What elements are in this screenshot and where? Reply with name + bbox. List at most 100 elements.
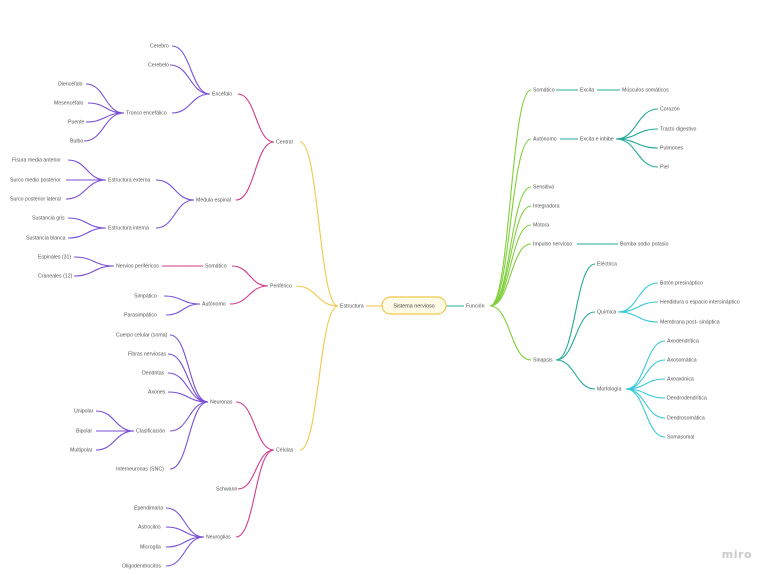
- node-axosomatica[interactable]: Axosomática: [667, 358, 697, 364]
- node-excita-inhibe[interactable]: Excita e inhibe: [580, 137, 614, 143]
- node-estructura-externa[interactable]: Estructura externa: [108, 178, 150, 184]
- node-cerebro[interactable]: Cerebro: [150, 44, 169, 50]
- autonomo-to-simpatico: [163, 295, 201, 305]
- node-central[interactable]: Central: [276, 140, 293, 146]
- node-oligodendrocitos[interactable]: Oligodendrocitos: [122, 564, 161, 570]
- node-sustancia-blanca[interactable]: Sustancia blanca: [26, 236, 66, 242]
- node-clasificacion[interactable]: Clasificación: [136, 429, 165, 435]
- node-sinapsis[interactable]: Sinapsis: [533, 358, 553, 364]
- node-motora[interactable]: Motora: [533, 223, 549, 229]
- node-excita[interactable]: Excita: [580, 88, 594, 94]
- morfologia-to-somasomal: [625, 388, 666, 438]
- node-ependimaria[interactable]: Ependimaria: [134, 506, 163, 512]
- node-hendidura[interactable]: Hendidura o espacio intersináptico: [660, 300, 740, 306]
- node-autonomo-left[interactable]: Autónomo: [202, 302, 226, 308]
- clasif-to-multipolar: [95, 430, 135, 451]
- node-espinales[interactable]: Espinales (31): [38, 255, 71, 261]
- node-neuroglias[interactable]: Neuroglias: [206, 535, 231, 541]
- node-autonomo-right[interactable]: Autónomo: [533, 137, 557, 143]
- node-mesencefalo[interactable]: Mesencéfalo: [54, 101, 84, 107]
- node-dendrodendritica[interactable]: Dendrodendrítica: [667, 396, 707, 402]
- node-schwann[interactable]: Schwann: [216, 487, 237, 493]
- node-axones[interactable]: Axones: [148, 390, 166, 396]
- node-axodendritica[interactable]: Axodendrítica: [667, 339, 699, 345]
- funcion-to-sensitiva: [489, 186, 532, 307]
- node-axoaxonica[interactable]: Axoaxónica: [667, 377, 694, 383]
- sinapsis-to-morfologia: [555, 359, 596, 390]
- node-electrica[interactable]: Eléctrica: [597, 262, 617, 268]
- node-estructura[interactable]: Estructura: [340, 304, 364, 310]
- node-astrocitos[interactable]: Astrocitos: [138, 525, 161, 531]
- node-sustancia-gris[interactable]: Sustancia gris: [32, 216, 65, 222]
- excita-inhibe-to-piel: [615, 138, 659, 168]
- node-morfologia[interactable]: Morfología: [597, 387, 622, 393]
- node-microglia[interactable]: Microglia: [140, 545, 161, 551]
- quimica-to-boton: [617, 282, 659, 313]
- node-sensitiva[interactable]: Sensitiva: [533, 185, 554, 191]
- funcion-to-sinapsis: [489, 305, 532, 361]
- morfologia-to-axodendritica: [625, 340, 666, 390]
- node-multipolar[interactable]: Multipolar: [70, 448, 93, 454]
- funcion-to-motora: [489, 224, 532, 307]
- node-periferico[interactable]: Periférico: [270, 284, 292, 290]
- node-puente[interactable]: Puente: [68, 120, 85, 126]
- node-tracto-digestivo[interactable]: Tracto digestivo: [660, 127, 697, 133]
- node-estructura-interna[interactable]: Estructura interna: [108, 226, 149, 232]
- node-neuronas[interactable]: Neuronas: [210, 400, 233, 406]
- encefalo-to-cerebro: [171, 45, 211, 95]
- node-nervios-perifericos[interactable]: Nervios periféricos: [116, 264, 159, 270]
- node-interneuronas[interactable]: Interneuronas (SNC): [116, 467, 164, 473]
- node-funcion[interactable]: Función: [466, 304, 485, 310]
- root-node-label: Sistema nervioso: [393, 304, 434, 310]
- node-craneales[interactable]: Craneales (12): [38, 274, 73, 280]
- node-cuerpo-celular[interactable]: Cuerpo celular (soma): [116, 333, 168, 339]
- node-fisura-media[interactable]: Fisura media anterior: [12, 158, 61, 164]
- node-impulso-nervioso[interactable]: Impulso nervioso: [533, 242, 572, 248]
- node-unipolar[interactable]: Unipolar: [74, 409, 94, 415]
- medula-to-interna: [155, 199, 195, 229]
- externa-to-surco-lateral: [65, 179, 107, 200]
- node-fibras-nerviosas[interactable]: Fibras nerviosas: [128, 352, 166, 358]
- tronco-to-diencefalo: [85, 83, 125, 114]
- node-somatico-left[interactable]: Somático: [205, 264, 227, 270]
- funcion-to-somatico: [489, 89, 532, 307]
- nervios-to-espinales: [73, 256, 115, 267]
- celulas-to-schwann: [237, 449, 275, 490]
- node-medula-espinal[interactable]: Médula espinal: [196, 198, 231, 204]
- node-celulas[interactable]: Células: [276, 448, 294, 454]
- node-somasomal[interactable]: Somasomal: [667, 435, 694, 441]
- node-simpatico[interactable]: Simpático: [134, 294, 157, 300]
- periferico-to-somatico: [231, 265, 269, 287]
- node-piel[interactable]: Piel: [660, 165, 669, 171]
- clasif-to-unipolar: [95, 410, 135, 432]
- node-pulmones[interactable]: Pulmones: [660, 146, 683, 152]
- node-encefalo[interactable]: Encéfalo: [212, 92, 232, 98]
- funcion-to-integradora: [489, 205, 532, 307]
- node-surco-lateral[interactable]: Surco posterior lateral: [10, 197, 61, 203]
- root-node-box[interactable]: [381, 296, 447, 315]
- node-somatico-right[interactable]: Somático: [533, 88, 555, 94]
- node-membrana-post[interactable]: Membrana post- sináptica: [660, 320, 720, 326]
- node-parasimpatico[interactable]: Parasimpático: [124, 313, 157, 319]
- tronco-to-mesencefalo: [87, 102, 125, 114]
- node-diencefalo[interactable]: Diencéfalo: [58, 82, 83, 88]
- node-dendrosomatica[interactable]: Dendrosomática: [667, 416, 705, 422]
- node-cerebelo[interactable]: Cerebelo: [148, 63, 169, 69]
- node-tronco-encefalico[interactable]: Tronco encefálico: [126, 111, 167, 117]
- node-bomba-sodio-potasio[interactable]: Bomba sodio potasio: [620, 242, 669, 248]
- node-boton-presinaptico[interactable]: Botón presináptico: [660, 281, 703, 287]
- node-corazon[interactable]: Corazón: [660, 107, 680, 113]
- quimica-to-membrana: [617, 311, 659, 323]
- celulas-to-neuroglias: [235, 449, 275, 538]
- node-musculos-somaticos[interactable]: Músculos somáticos: [622, 88, 669, 94]
- celulas-to-neuronas: [235, 401, 275, 451]
- node-quimica[interactable]: Química: [597, 310, 616, 316]
- node-dendritas[interactable]: Dendritas: [142, 371, 165, 377]
- node-surco-medio[interactable]: Surco medio posterior: [10, 178, 61, 184]
- periferico-to-autonomo: [229, 285, 269, 305]
- node-integradora[interactable]: Integradora: [533, 204, 560, 210]
- interna-to-gris: [67, 217, 107, 229]
- node-bulbo[interactable]: Bulbo: [70, 139, 83, 145]
- node-bipolar[interactable]: Bipolar: [76, 429, 92, 435]
